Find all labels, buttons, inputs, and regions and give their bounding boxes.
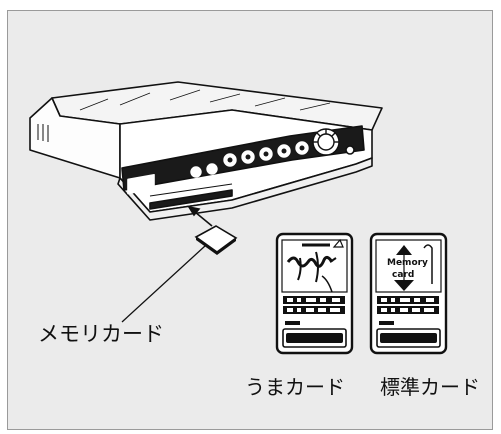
knob-centers — [227, 145, 305, 163]
standard-card-text-bottom: card — [392, 270, 414, 280]
illustration-panel — [7, 10, 493, 430]
device-bottom-lip — [117, 157, 373, 221]
power-button — [345, 145, 355, 155]
insert-arrow — [187, 205, 213, 227]
display-window — [127, 174, 155, 195]
volume-dial — [312, 128, 340, 156]
device-top-hatch — [79, 89, 331, 111]
memory-card-label: メモリカード — [38, 322, 164, 346]
memory-card-leader — [121, 245, 206, 323]
device — [29, 81, 383, 221]
device-side-vents — [37, 124, 49, 142]
standard-card-label: 標準カード — [380, 375, 480, 399]
uma-card-label: うまカード — [245, 375, 345, 399]
standard-card-text-top: Memory — [387, 258, 428, 268]
card-slot-edge — [149, 183, 233, 197]
standard-card — [369, 232, 448, 355]
memory-card-edge — [196, 237, 236, 255]
card-slot — [149, 189, 233, 210]
uma-card — [275, 232, 354, 355]
